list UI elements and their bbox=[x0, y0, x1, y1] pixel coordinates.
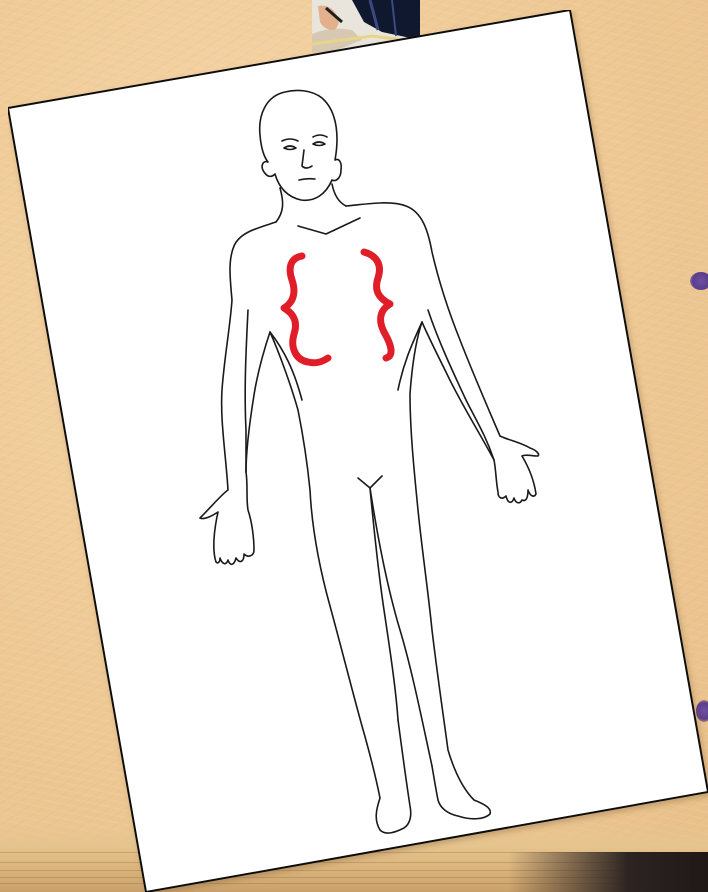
body-diagram-svg bbox=[8, 10, 708, 892]
worksheet-paper bbox=[8, 10, 708, 892]
paper-sheet bbox=[8, 10, 708, 892]
